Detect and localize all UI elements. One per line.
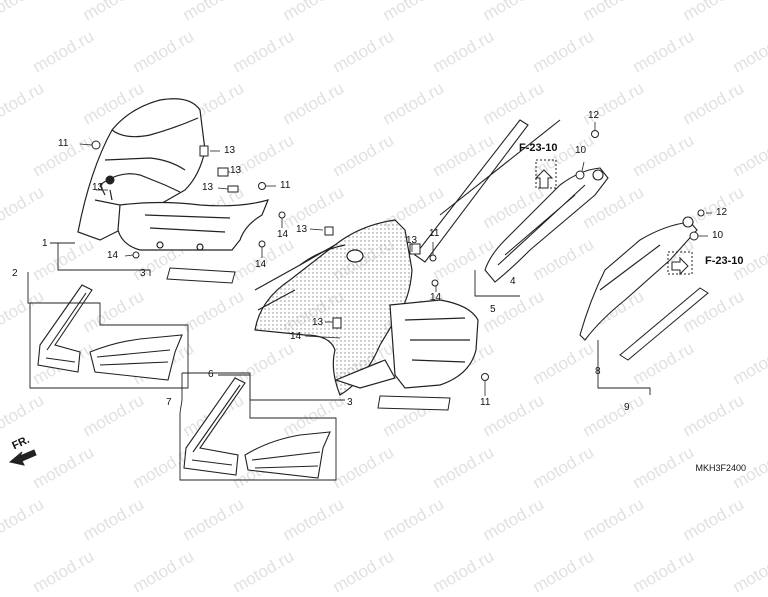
left-decal-set	[37, 284, 183, 381]
callout-14: 14	[277, 229, 289, 240]
callout-11: 11	[429, 228, 440, 239]
center-strip-part	[377, 395, 451, 411]
callout-14: 14	[107, 250, 119, 261]
callout-11: 11	[280, 180, 291, 191]
left-bracket-lines	[27, 242, 189, 389]
callout-14: 14	[430, 292, 442, 303]
bracket-4-lines	[474, 270, 520, 297]
center-decal-set	[183, 377, 331, 479]
inner-cowl-part	[77, 98, 270, 251]
callout-12: 12	[588, 110, 600, 121]
callout-10: 10	[575, 145, 587, 156]
callout-13: 13	[224, 145, 236, 156]
front-direction-arrow-icon	[8, 449, 37, 466]
callout-3: 3	[140, 268, 146, 279]
callout-13: 13	[296, 224, 308, 235]
right-bracket-lines	[597, 340, 651, 395]
callout-13: 13	[92, 182, 104, 193]
diagram-code: MKH3F2400	[695, 463, 746, 473]
callout-11: 11	[58, 138, 69, 149]
stripe-accessory	[414, 119, 561, 263]
right-decal-part	[619, 287, 709, 361]
leader-lines	[79, 122, 712, 396]
callout-14: 14	[290, 331, 302, 342]
callout-13: 13	[406, 235, 418, 246]
callout-2: 2	[12, 268, 18, 279]
bracket-part	[484, 167, 609, 283]
callout-1: 1	[42, 238, 48, 249]
callout-6: 6	[208, 369, 214, 380]
callout-11: 11	[480, 397, 491, 408]
small-strip-part	[166, 267, 236, 284]
side-cowl-part	[254, 219, 479, 396]
reference-label: F-23-10	[705, 255, 744, 267]
callout-10: 10	[712, 230, 724, 241]
reference-label: F-23-10	[519, 142, 558, 154]
callout-14: 14	[255, 259, 267, 270]
callout-9: 9	[624, 402, 630, 413]
right-panel-part	[579, 216, 698, 341]
callout-12: 12	[716, 207, 728, 218]
callout-13: 13	[202, 182, 214, 193]
center-bracket-lines	[179, 372, 345, 481]
callout-13: 13	[312, 317, 324, 328]
callout-8: 8	[595, 366, 601, 377]
callout-7: 7	[166, 397, 172, 408]
line-art	[8, 98, 712, 481]
callout-4: 4	[510, 276, 516, 287]
reference-arrow-icon	[534, 159, 693, 276]
callout-3: 3	[347, 397, 353, 408]
callout-5: 5	[490, 304, 496, 315]
callout-13: 13	[230, 165, 242, 176]
